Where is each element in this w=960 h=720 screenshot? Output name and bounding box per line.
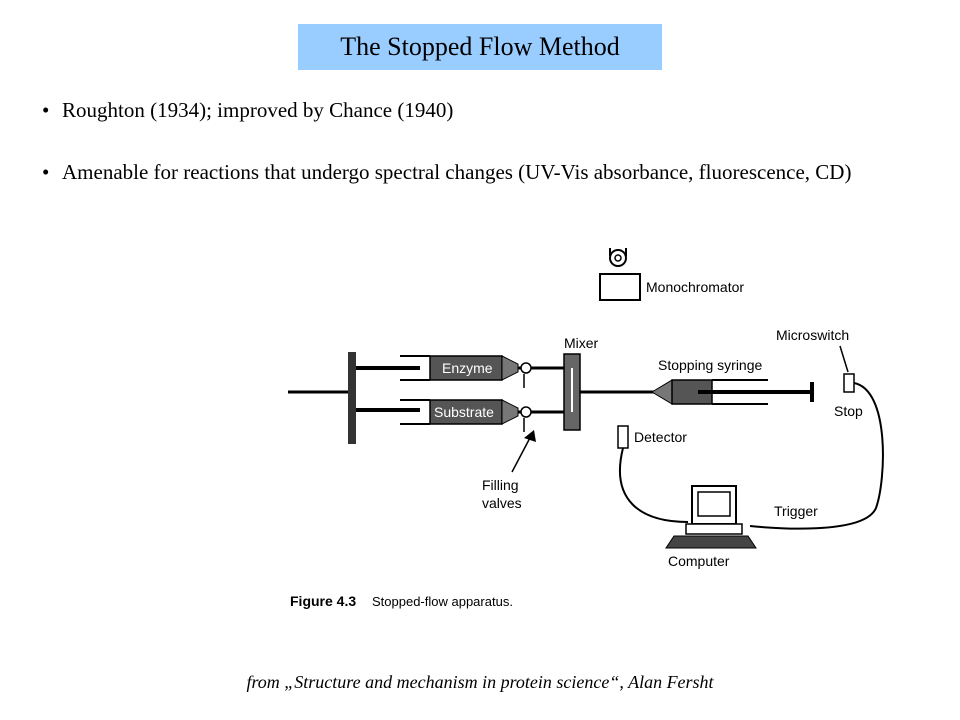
bullet-item: • Amenable for reactions that undergo sp…	[42, 158, 922, 186]
monochromator-label: Monochromator	[646, 279, 744, 295]
bullet-dot: •	[42, 160, 50, 184]
trigger-cable	[749, 382, 884, 530]
stop-label: Stop	[834, 403, 863, 419]
filling-valves-label-line2: valves	[482, 495, 522, 511]
apparatus-diagram: Monochromator Enzyme Substrate	[288, 248, 884, 609]
trigger-label: Trigger	[774, 503, 818, 519]
lamp-icon	[609, 248, 627, 267]
stopped-flow-figure: Monochromator Enzyme Substrate	[280, 240, 900, 620]
detector-icon	[617, 425, 629, 449]
enzyme-syringe	[400, 355, 564, 381]
stopping-syringe	[651, 379, 814, 405]
monochromator-box	[599, 273, 641, 301]
substrate-label: Substrate	[434, 404, 494, 420]
bullet-dot: •	[42, 98, 50, 122]
microswitch-icon	[843, 373, 855, 393]
source-citation: from „Structure and mechanism in protein…	[246, 672, 714, 692]
microswitch-label: Microswitch	[776, 327, 849, 343]
filling-valve-icon	[520, 406, 532, 418]
bullet-text: Roughton (1934); improved by Chance (194…	[62, 98, 454, 122]
bullet-item: • Roughton (1934); improved by Chance (1…	[42, 96, 922, 124]
detector-label: Detector	[634, 429, 687, 445]
mixer-label: Mixer	[564, 335, 599, 351]
bullet-text: Amenable for reactions that undergo spec…	[62, 160, 852, 184]
figure-caption-text: Stopped-flow apparatus.	[372, 594, 513, 609]
stopping-syringe-label: Stopping syringe	[658, 357, 763, 373]
figure-caption-label: Figure 4.3	[290, 593, 356, 609]
computer-icon	[665, 485, 757, 549]
substrate-syringe	[400, 399, 564, 425]
computer-label: Computer	[668, 553, 730, 569]
bullet-list: • Roughton (1934); improved by Chance (1…	[42, 96, 922, 220]
filling-valve-icon	[520, 362, 532, 374]
mixer-block	[563, 353, 581, 431]
enzyme-label: Enzyme	[442, 360, 493, 376]
filling-arrow	[511, 433, 533, 473]
detector-cable	[618, 447, 689, 523]
filling-valves-label-line1: Filling	[482, 477, 519, 493]
drive-plate	[348, 352, 356, 444]
slide-title: The Stopped Flow Method	[298, 24, 662, 70]
